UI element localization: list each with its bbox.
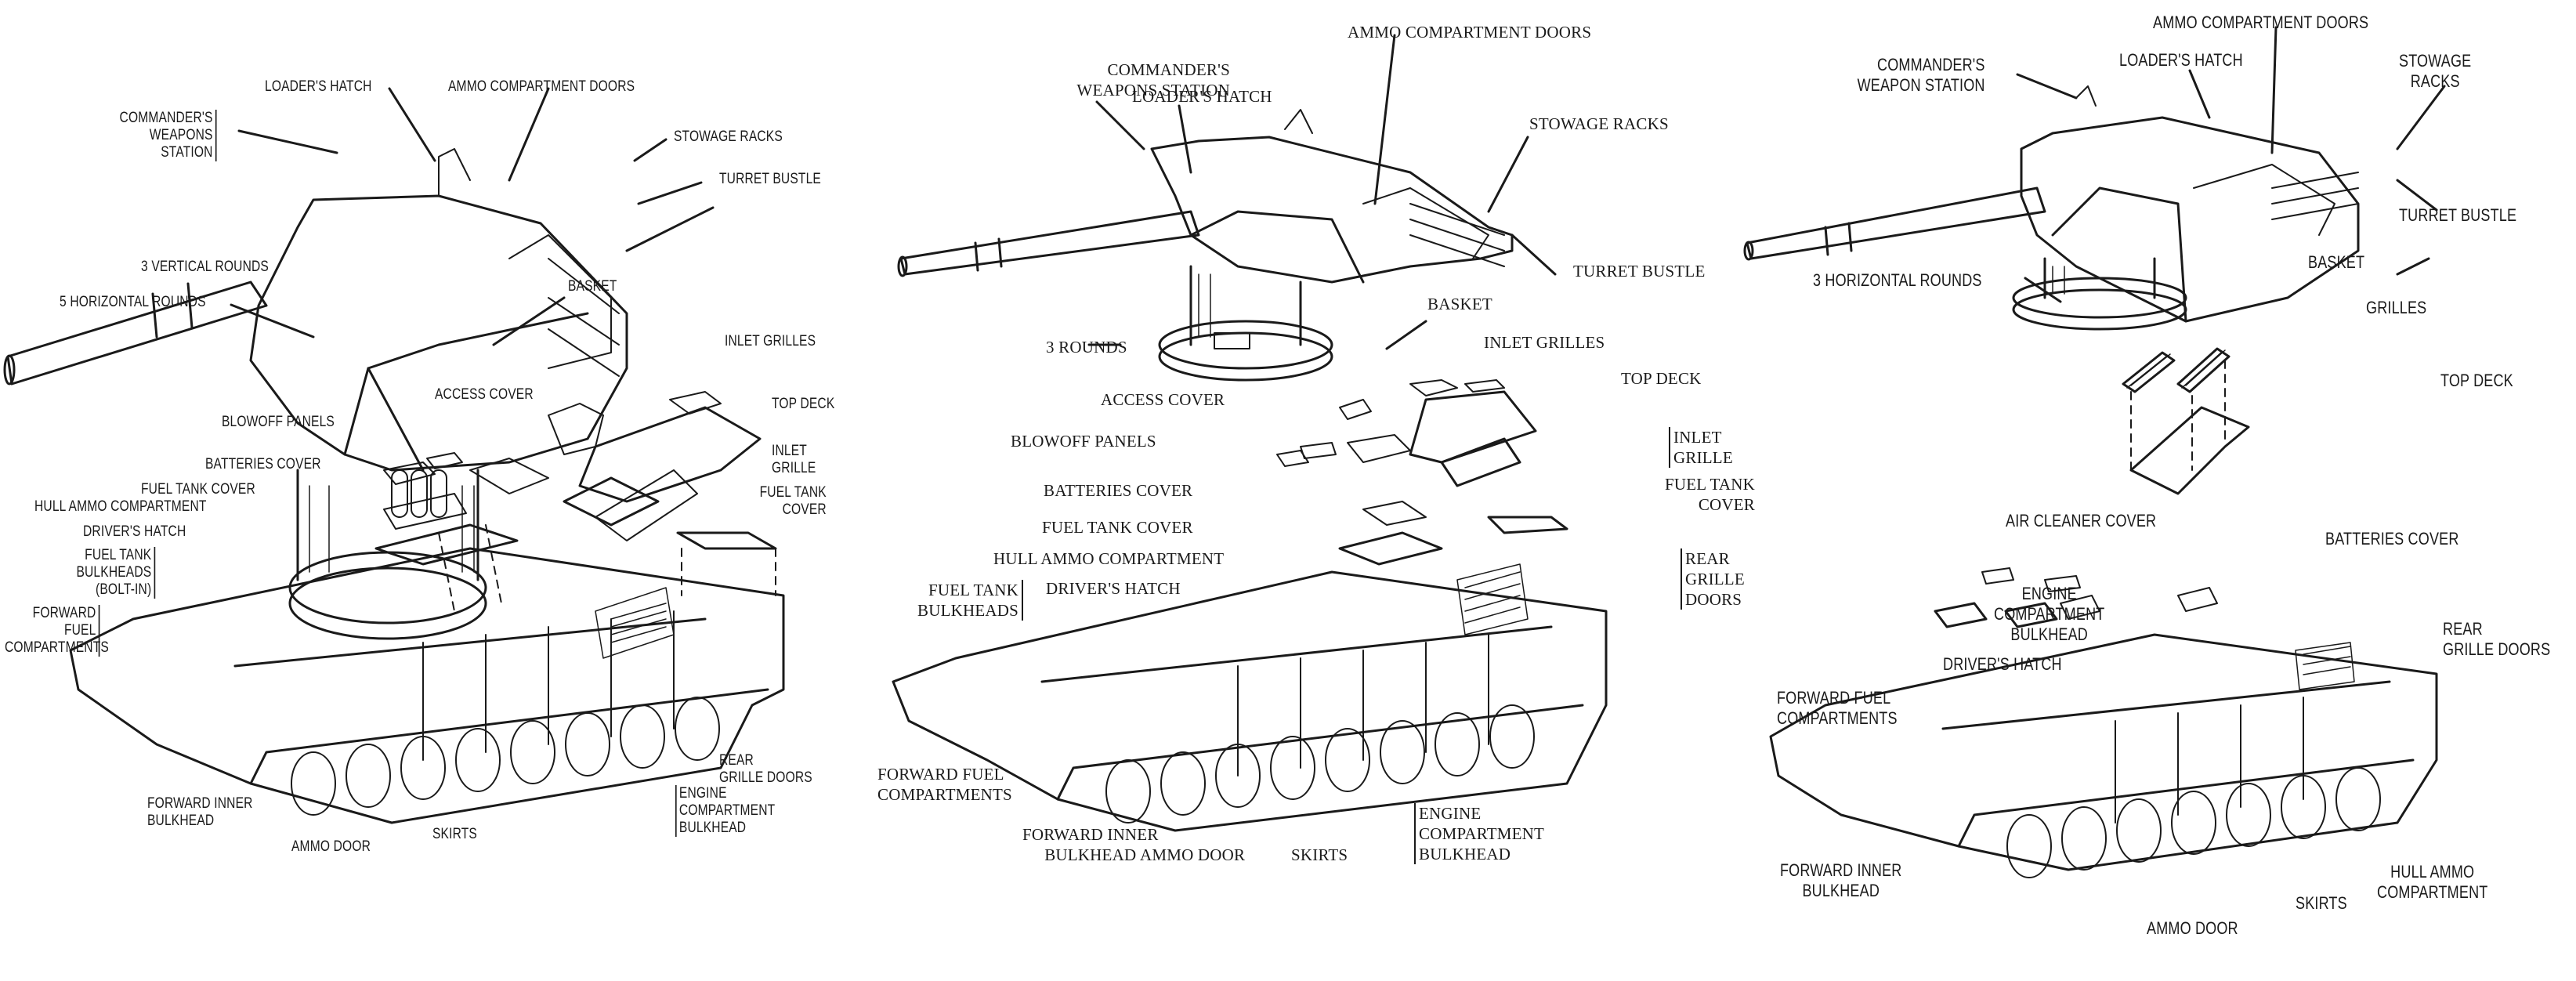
label-stowage-racks: STOWAGE RACKS	[674, 129, 783, 145]
right-gun-barrel	[1743, 186, 2046, 261]
label-stowage-racks: STOWAGE RACKS	[1529, 114, 1669, 133]
label-inlet-grille: INLET GRILLE	[1669, 427, 1733, 468]
middle-deck-parts	[1276, 379, 1568, 566]
right-hull	[1769, 633, 2438, 878]
label-fuel-tank-bulkheads: FUEL TANK BULKHEADS	[885, 580, 1023, 621]
right-leader-lines	[2016, 26, 2446, 303]
label-skirts: SKIRTS	[1291, 845, 1348, 864]
middle-hull	[892, 563, 1608, 832]
label-ammo-compartment-doors: AMMO COMPARTMENT DOORS	[2153, 13, 2369, 32]
label-batteries-cover: BATTERIES COVER	[2325, 529, 2459, 548]
label-basket: BASKET	[2308, 252, 2365, 272]
middle-leader-lines	[1087, 34, 1557, 350]
panel-right-diagram: AMMO COMPARTMENT DOORS COMMANDER'S WEAPO…	[1724, 0, 2576, 981]
label-basket: BASKET	[568, 278, 617, 295]
label-grilles: GRILLES	[2366, 298, 2427, 317]
left-leader-lines	[230, 87, 715, 346]
label-turret-bustle: TURRET BUSTLE	[2399, 205, 2517, 225]
label-commanders-weapons-station: COMMANDER'S WEAPONS STATION	[97, 110, 217, 161]
label-drivers-hatch: DRIVER'S HATCH	[83, 523, 186, 540]
right-covers	[1934, 567, 2218, 628]
label-loaders-hatch: LOADER'S HATCH	[2119, 50, 2243, 70]
label-basket: BASKET	[1427, 295, 1492, 313]
right-top-deck	[2129, 406, 2250, 495]
label-engine-compartment-bulkhead: ENGINE COMPARTMENT BULKHEAD	[675, 785, 775, 837]
label-rear-grille-doors: REAR GRILLE DOORS	[1681, 548, 1763, 610]
left-turret	[249, 148, 628, 472]
label-stowage-racks: STOWAGE RACKS	[2399, 51, 2472, 91]
label-rear-grille-doors: REAR GRILLE DOORS	[2443, 619, 2551, 659]
label-hull-ammo-compartment: HULL AMMO COMPARTMENT	[2377, 862, 2488, 902]
label-3-rounds: 3 ROUNDS	[1046, 338, 1127, 357]
label-inlet-grille: INLET GRILLE	[772, 443, 816, 476]
label-loaders-hatch: LOADER'S HATCH	[1132, 87, 1272, 106]
label-rear-grille-doors: REAR GRILLE DOORS	[719, 752, 812, 786]
label-fuel-tank-cover-right: FUEL TANK COVER	[1664, 475, 1755, 514]
label-commanders-weapon-station: COMMANDER'S WEAPON STATION	[1857, 55, 1985, 95]
middle-gun-barrel	[897, 210, 1200, 277]
left-basket	[288, 469, 487, 640]
label-ammo-compartment-doors: AMMO COMPARTMENT DOORS	[448, 78, 635, 95]
label-3-vertical-rounds: 3 VERTICAL ROUNDS	[141, 259, 269, 275]
middle-basket	[1158, 265, 1333, 382]
label-turret-bustle: TURRET BUSTLE	[1573, 262, 1706, 281]
label-inlet-grilles: INLET GRILLES	[725, 333, 816, 349]
label-blowoff-panels: BLOWOFF PANELS	[222, 414, 335, 430]
label-ammo-door: AMMO DOOR	[2147, 918, 2238, 938]
right-turret	[2020, 85, 2360, 323]
left-hull	[69, 547, 785, 824]
right-basket	[2012, 257, 2187, 331]
label-turret-bustle: TURRET BUSTLE	[719, 171, 821, 187]
label-skirts: SKIRTS	[432, 826, 477, 842]
label-engine-compartment-bulkhead: ENGINE COMPARTMENT BULKHEAD	[1414, 803, 1544, 864]
label-forward-inner-bulkhead: FORWARD INNER BULKHEAD	[147, 795, 253, 829]
label-fuel-tank-cover: FUEL TANK COVER	[1042, 518, 1193, 537]
label-ammo-compartment-doors: AMMO COMPARTMENT DOORS	[1348, 23, 1592, 42]
label-top-deck: TOP DECK	[772, 396, 835, 412]
label-forward-fuel-compartments: FORWARD FUEL COMPARTMENTS	[877, 765, 1012, 804]
middle-tank-drawing	[892, 34, 1608, 832]
label-commanders-weapons-station: COMMANDER'S WEAPONS STATION	[1076, 60, 1230, 100]
label-hull-ammo-compartment: HULL AMMO COMPARTMENT	[34, 498, 207, 515]
label-access-cover: ACCESS COVER	[1101, 390, 1225, 409]
label-forward-fuel-compartments: FORWARD FUEL COMPARTMENTS	[1777, 688, 1898, 728]
label-drivers-hatch: DRIVER'S HATCH	[1046, 579, 1181, 598]
label-fuel-tank-bulkheads: FUEL TANK BULKHEADS (BOLT-IN)	[71, 547, 156, 599]
label-3-horizontal-rounds: 3 HORIZONTAL ROUNDS	[1813, 270, 1982, 290]
label-skirts: SKIRTS	[2296, 893, 2347, 913]
label-engine-compartment-bulkhead: ENGINE COMPARTMENT BULKHEAD	[1994, 584, 2105, 644]
panel-middle-diagram: AMMO COMPARTMENT DOORS COMMANDER'S WEAPO…	[862, 0, 1763, 981]
label-forward-inner-bulkhead: FORWARD INNER BULKHEAD	[1780, 860, 1902, 900]
label-ammo-door: AMMO DOOR	[1140, 845, 1246, 864]
label-air-cleaner-cover: AIR CLEANER COVER	[2006, 511, 2157, 530]
label-fuel-tank-cover: FUEL TANK COVER	[141, 481, 255, 498]
label-batteries-cover: BATTERIES COVER	[1044, 481, 1193, 500]
label-forward-inner-bulkhead: FORWARD INNER BULKHEAD	[1022, 825, 1159, 864]
label-inlet-grilles: INLET GRILLES	[1484, 333, 1605, 352]
right-grilles	[2122, 347, 2230, 471]
label-ammo-door: AMMO DOOR	[291, 838, 371, 855]
left-gun-barrel	[3, 281, 268, 386]
left-deck-parts	[374, 391, 777, 612]
label-blowoff-panels: BLOWOFF PANELS	[1011, 432, 1156, 451]
panel-left-diagram: LOADER'S HATCH AMMO COMPARTMENT DOORS CO…	[0, 0, 862, 981]
label-batteries-cover: BATTERIES COVER	[205, 456, 321, 472]
label-access-cover: ACCESS COVER	[435, 386, 534, 403]
right-tank-drawing	[1743, 26, 2446, 878]
label-loaders-hatch: LOADER'S HATCH	[265, 78, 372, 95]
label-forward-fuel-compartments: FORWARD FUEL COMPARTMENTS	[5, 605, 109, 657]
label-hull-ammo-compartment: HULL AMMO COMPARTMENT	[993, 549, 1225, 568]
middle-turret	[1150, 109, 1514, 284]
label-fuel-tank-cover-right: FUEL TANK COVER	[759, 484, 827, 518]
label-drivers-hatch: DRIVER'S HATCH	[1943, 654, 2062, 674]
left-tank-drawing	[3, 87, 785, 824]
label-top-deck: TOP DECK	[2440, 371, 2513, 390]
label-top-deck: TOP DECK	[1621, 369, 1702, 388]
label-5-horizontal-rounds: 5 HORIZONTAL ROUNDS	[60, 294, 206, 310]
